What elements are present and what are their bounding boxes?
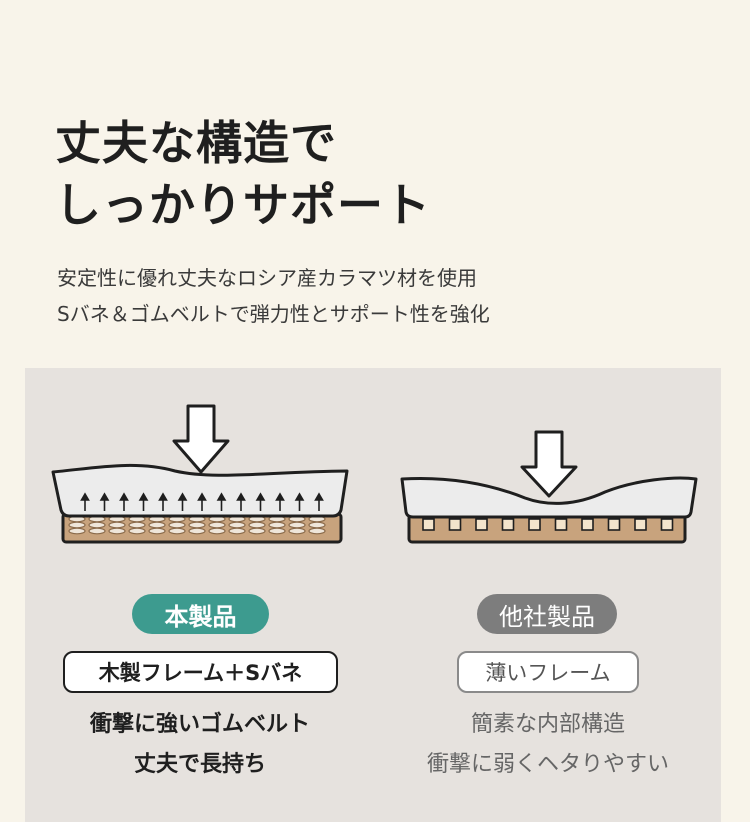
our-product-notes: 衝撃に強いゴムベルト 丈夫で長持ち (25, 705, 375, 785)
other-product-column: 他社製品 薄いフレーム 簡素な内部構造 衝撃に弱くヘタりやすい (375, 368, 721, 822)
our-product-badge: 本製品 (132, 594, 269, 634)
s-spring-icon (61, 512, 343, 544)
title-line-1: 丈夫な構造で (55, 116, 337, 170)
description-line-1: 安定性に優れ丈夫なロシア産カラマツ材を使用 (57, 266, 477, 290)
description: 安定性に優れ丈夫なロシア産カラマツ材を使用 Sバネ＆ゴムベルトで弾力性とサポート… (57, 260, 490, 332)
other-note-2: 衝撃に弱くヘタりやすい (426, 752, 669, 777)
page-title: 丈夫な構造で しっかりサポート (55, 112, 431, 236)
description-line-2: Sバネ＆ゴムベルトで弾力性とサポート性を強化 (57, 302, 490, 326)
our-product-column: 本製品 木製フレーム＋Sバネ 衝撃に強いゴムベルト 丈夫で長持ち (25, 368, 375, 822)
down-arrow-icon (520, 430, 578, 498)
thin-frame-icon (407, 513, 687, 544)
other-product-notes: 簡素な内部構造 衝撃に弱くヘタりやすい (375, 705, 721, 785)
title-line-2: しっかりサポート (55, 178, 431, 232)
our-note-2: 丈夫で長持ち (133, 752, 266, 777)
mattress-icon (51, 463, 349, 518)
comparison-panel: 本製品 木製フレーム＋Sバネ 衝撃に強いゴムベルト 丈夫で長持ち 他社製品 薄い… (25, 368, 721, 822)
sagging-mattress-icon (400, 476, 698, 519)
down-arrow-icon (172, 404, 230, 474)
other-note-1: 簡素な内部構造 (470, 712, 625, 737)
up-arrows-icon (80, 492, 324, 511)
our-frame-label: 木製フレーム＋Sバネ (63, 651, 338, 693)
our-product-illustration (51, 404, 349, 544)
other-frame-label: 薄いフレーム (457, 651, 639, 693)
other-product-badge: 他社製品 (477, 594, 617, 634)
other-product-illustration (400, 430, 698, 544)
our-note-1: 衝撃に強いゴムベルト (89, 712, 310, 737)
